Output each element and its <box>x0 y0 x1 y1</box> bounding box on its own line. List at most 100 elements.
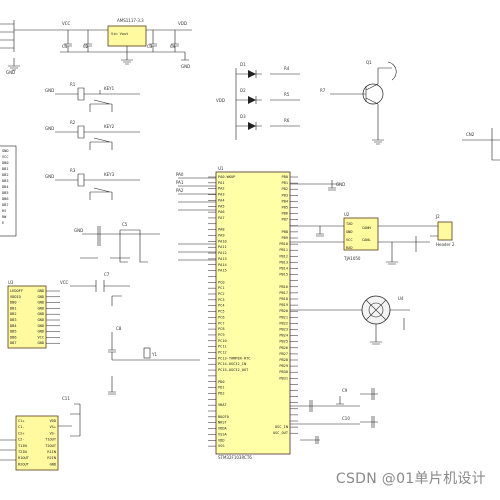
lcd-right-pin-label: GND <box>38 301 45 305</box>
mcu-left-pin-label: PC13-TAMPER-RTC <box>218 356 250 360</box>
mcu-left-pin-label: PC6 <box>218 315 225 319</box>
max232-left-pin-label: C2- <box>18 438 25 442</box>
conn-pin-12: RW <box>2 215 7 219</box>
max232-left-pin-label: C1+ <box>18 419 25 423</box>
header-ref: J2 <box>435 214 440 219</box>
lcd-left-pin-label: DB7 <box>10 341 17 345</box>
header-part: Header 2 <box>436 242 455 247</box>
svg-text:PA0: PA0 <box>176 172 184 177</box>
lcd-right-pin-label: GND <box>38 312 45 316</box>
mcu-right-pin-label: PB21 <box>279 315 288 319</box>
mcu-left-pin-label: VSS <box>218 444 225 448</box>
max232-right-pin-label: T2OUT <box>45 444 57 448</box>
power-input-block: GND <box>0 20 55 75</box>
svg-text:C10: C10 <box>342 416 350 421</box>
mcu-left-pin-label: PC10 <box>218 339 227 343</box>
svg-text:R4: R4 <box>284 66 290 71</box>
conn-pin-10: DB7 <box>2 203 9 207</box>
mcu-right-pin-label: PB22 <box>279 321 288 325</box>
svg-text:KEY3: KEY3 <box>104 172 115 177</box>
svg-text:C4: C4 <box>170 44 176 49</box>
svg-text:GND: GND <box>336 182 345 187</box>
svg-text:D3: D3 <box>240 114 246 119</box>
svg-text:R2: R2 <box>70 120 76 125</box>
svg-text:C2: C2 <box>83 44 89 49</box>
mcu-left-pin-label: PA14 <box>218 263 227 267</box>
mcu-right-pin-label: PB27 <box>279 352 288 356</box>
net-vcc-label: VCC <box>62 21 71 26</box>
svg-text:R5: R5 <box>284 92 290 97</box>
svg-text:GND: GND <box>45 126 54 131</box>
svg-text:C11: C11 <box>62 396 70 401</box>
mcu-right-pin-label: PB7 <box>282 218 289 222</box>
mcu-left-pin-label: VSSA <box>218 432 227 436</box>
mcu-ref: U1 <box>218 166 224 171</box>
mcu-left-pin-label: PA10 <box>218 239 227 243</box>
max232-right-pin-label: R2IN <box>47 456 56 460</box>
mcu-right-pin-label: PB30 <box>279 370 288 374</box>
can-pin-vcc: VCC <box>346 238 353 242</box>
svg-text:KEY1: KEY1 <box>104 86 115 91</box>
mcu-body <box>215 171 291 455</box>
mcu-left-pin-label: PA8 <box>218 228 225 232</box>
max232-right-pin-label: VS+ <box>50 425 57 429</box>
svg-text:R1: R1 <box>70 82 76 87</box>
svg-text:R7: R7 <box>320 88 326 93</box>
can-transceiver: U2 TXD GND VCC RXD CANH CANL TJA1050 <box>290 212 430 265</box>
mcu-left-pin-label: PA9 <box>218 234 225 238</box>
stepper-ref: U4 <box>398 296 404 301</box>
max232-right-pin-label: VS- <box>50 431 57 435</box>
svg-text:GND: GND <box>45 88 54 93</box>
conn-pin-3: DB0 <box>2 161 9 165</box>
lcd-left-pin-label: DB2 <box>10 312 17 316</box>
mcu-right-pin-label: OSC_OUT <box>273 431 289 435</box>
mcu-left-pin-label: PC15-OSC32_OUT <box>218 368 249 372</box>
max232-left-pin-label: T1IN <box>18 444 27 448</box>
mcu-right-pin-label: PB19 <box>279 303 288 307</box>
mcu-right-pin-label: PB9 <box>282 236 289 240</box>
svg-text:PA1: PA1 <box>176 180 184 185</box>
mcu-left-pin-label: VBAT <box>218 403 227 407</box>
svg-text:D1: D1 <box>240 62 246 67</box>
stepper-motor: U4 <box>290 295 410 345</box>
mcu-right-pin-label: PB25 <box>279 340 288 344</box>
conn-pin-13: E <box>2 221 4 225</box>
mcu-right-pin-label: PB3 <box>282 193 289 197</box>
mcu-right-pin-label: PB15 <box>279 273 288 277</box>
mcu-left-pin-label: BOOT0 <box>218 415 229 419</box>
max232-left-pin-label: R1OUT <box>18 456 30 460</box>
regulator-pin-label: Vin Vout <box>111 32 128 36</box>
lcd-left-pin-label: DB3 <box>10 318 17 322</box>
svg-text:D2: D2 <box>240 88 246 93</box>
mcu-left-pin-label: PD2 <box>218 391 225 395</box>
mcu-left-pin-label: PC11 <box>218 345 227 349</box>
mcu-left-pin-label: PC9 <box>218 333 225 337</box>
max232-left-pin-label: R2OUT <box>18 462 30 466</box>
mcu-left-pin-label: PC2 <box>218 292 225 296</box>
can-pin-txd: TXD <box>346 222 353 226</box>
lcd-right-pin-label: GND <box>38 318 45 322</box>
mcu-right-pin-label: PB6 <box>282 212 289 216</box>
conn-pin-8: DB5 <box>2 191 9 195</box>
svg-text:C7: C7 <box>104 272 110 277</box>
mcu-left-pin-label: PA12 <box>218 251 227 255</box>
max232-right-pin-label: GND <box>50 462 57 466</box>
svg-text:KEY2: KEY2 <box>104 124 115 129</box>
mcu-chip: U1 STM32F103RCT6 PA0-WKUPPA1PA2PA3PA4PA5… <box>208 166 298 460</box>
mcu-right-pin-label: PB17 <box>279 291 288 295</box>
svg-text:Y1: Y1 <box>151 352 157 357</box>
max232-left-pin-label: T2IN <box>18 450 27 454</box>
net-vdd-label: VDD <box>178 21 187 26</box>
svg-text:C1: C1 <box>62 44 68 49</box>
transistor-buzzer: Q1 R7 <box>320 60 397 145</box>
mcu-left-pin-label: PD0 <box>218 380 225 384</box>
conn-pin-11: RS <box>2 209 6 213</box>
max232-left-pin-label: C1- <box>18 425 25 429</box>
mcu-left-pin-label: PA2 <box>218 187 225 191</box>
svg-text:GND: GND <box>181 64 190 69</box>
conn-pin-2: VCC <box>2 155 9 159</box>
